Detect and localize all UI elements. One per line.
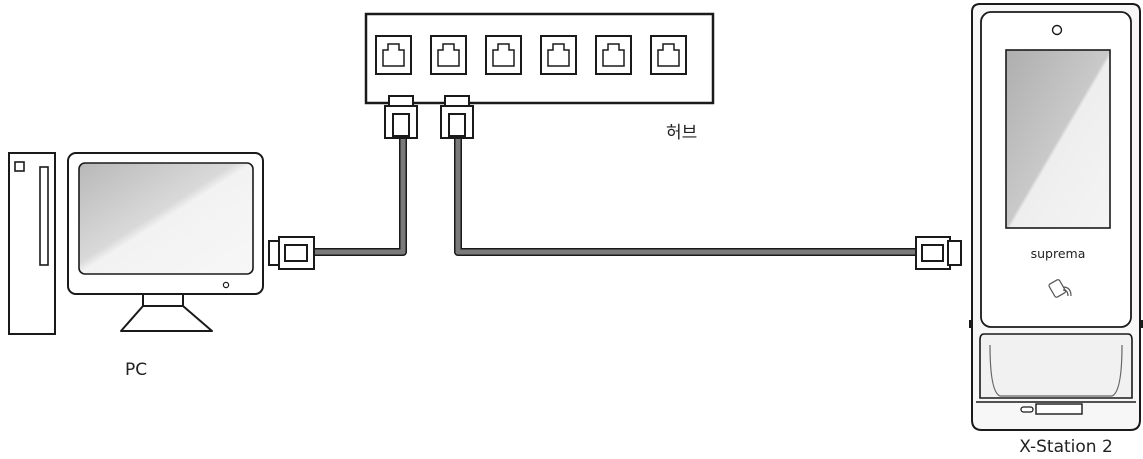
power-led [223, 282, 228, 287]
device-cable [458, 130, 920, 252]
device-label: X-Station 2 [1019, 437, 1113, 457]
hub-port [431, 36, 466, 74]
device-plug [916, 237, 961, 269]
device-lower-housing [980, 334, 1132, 398]
pc-cable [313, 130, 403, 252]
device-bottom-slot [1036, 404, 1082, 414]
hub-port [541, 36, 576, 74]
pc [9, 153, 314, 334]
device-screen [1006, 50, 1110, 228]
hub-plug-2 [441, 96, 473, 138]
device-brand-logo: suprema [1031, 246, 1086, 261]
pc-plug [269, 237, 314, 269]
hub [366, 14, 713, 138]
pc-stand [121, 294, 212, 331]
pc-monitor [68, 153, 263, 294]
pc-screen [79, 163, 253, 274]
hub-plug-1 [385, 96, 417, 138]
camera-icon [1053, 26, 1062, 35]
hub-label: 허브 [666, 123, 697, 143]
hub-port [486, 36, 521, 74]
x-station-device: suprema [969, 4, 1143, 430]
hub-port [651, 36, 686, 74]
hub-port [376, 36, 411, 74]
cables [313, 130, 920, 252]
hub-port [596, 36, 631, 74]
pc-tower [9, 153, 55, 334]
pc-label: PC [125, 360, 147, 380]
